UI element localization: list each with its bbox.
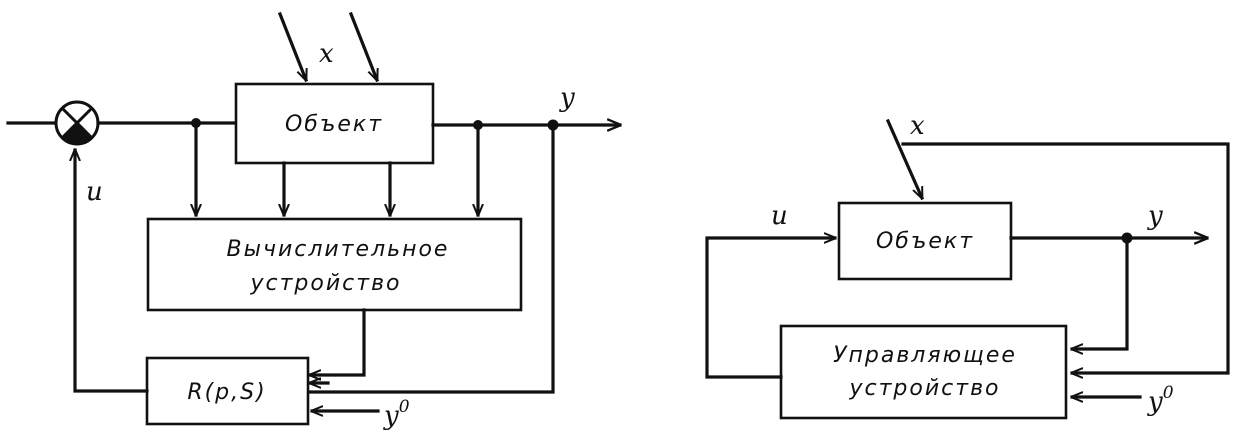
right-controller-label-line2: устройство — [849, 376, 1001, 401]
left-regulator-label: R(p,S) — [187, 380, 266, 405]
left-computer-to-regulator — [308, 308, 366, 375]
right-output-feedback — [1070, 236, 1129, 349]
right-object-box — [837, 201, 1013, 281]
left-reference-y0-base: y — [383, 401, 399, 431]
left-output-y: y — [559, 83, 575, 113]
left-reference-y0-sup: 0 — [399, 397, 410, 417]
left-disturbance-arrow-2 — [348, 11, 380, 80]
right-object-label: Объект — [876, 229, 974, 254]
right-disturbance-arrow — [885, 118, 925, 198]
left-object-box — [234, 82, 435, 165]
left-computer-label-line1: Вычислительное — [227, 237, 450, 262]
left-object-label: Объект — [285, 112, 383, 137]
right-input-x: x — [910, 111, 925, 141]
left-output-feedback — [308, 123, 555, 394]
left-input-x: x — [319, 39, 334, 69]
right-output-y: y — [1147, 201, 1163, 231]
right-disturbance-feedback — [901, 142, 1230, 373]
left-control-feedback — [75, 148, 149, 393]
left-summing-junction — [54, 100, 100, 146]
right-reference-y0: y0 — [1147, 383, 1174, 417]
right-controller-label-line1: Управляющее — [833, 343, 1017, 368]
right-controller-box — [779, 324, 1068, 420]
left-disturbance-arrow-1 — [277, 11, 309, 80]
left-computer-label-line2: устройство — [250, 271, 402, 296]
right-reference-y0-base: y — [1147, 387, 1163, 417]
right-control-u: u — [771, 201, 788, 231]
left-reference-y0: y0 — [383, 397, 410, 431]
left-regulator-box — [145, 356, 310, 426]
left-computer-box — [146, 217, 523, 312]
left-diagram: Объект x y Вычислительное устройство y0 … — [6, 11, 622, 431]
right-control-loop — [705, 238, 837, 379]
right-reference-y0-sup: 0 — [1163, 383, 1174, 403]
left-control-u: u — [86, 177, 103, 207]
right-diagram: x Объект y Управляющее устройство y0 u — [705, 111, 1230, 420]
